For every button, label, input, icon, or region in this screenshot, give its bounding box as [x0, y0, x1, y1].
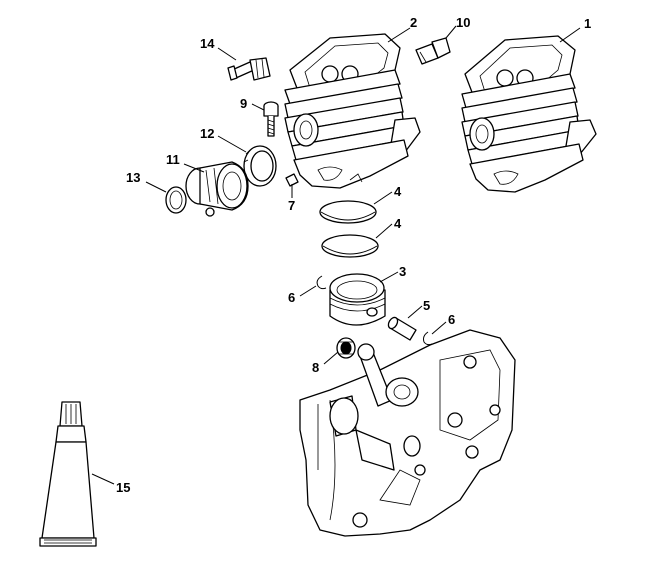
callout-9: 9 — [240, 96, 247, 111]
decompression-valve-icon-part-14 — [227, 57, 271, 81]
callout-6: 6 — [448, 312, 455, 327]
cylinder-icon-part-1 — [461, 35, 597, 193]
piston-pin-icon-part-5 — [387, 316, 417, 341]
grease-tube-icon-part-15 — [39, 401, 97, 547]
callout-5: 5 — [423, 298, 430, 313]
callout-11: 11 — [166, 152, 180, 167]
callout-4: 4 — [394, 216, 402, 231]
clamp-icon-part-13 — [165, 186, 187, 214]
clamp-ring-icon-part-12 — [243, 145, 277, 187]
callout-2: 2 — [410, 15, 417, 30]
callout-1: 1 — [584, 16, 591, 31]
callout-10: 10 — [456, 15, 470, 30]
callout-15: 15 — [116, 480, 130, 495]
callout-13: 13 — [126, 170, 140, 185]
screw-icon-part-7 — [285, 173, 299, 187]
callout-8: 8 — [312, 360, 319, 375]
bolt-icon-part-9 — [263, 101, 279, 137]
piston-icon-part-3 — [329, 273, 386, 326]
crankcase-icon — [299, 329, 516, 537]
callout-14: 14 — [200, 36, 215, 51]
cylinder-icon-part-2 — [284, 33, 421, 189]
piston-ring-icon-part-4-upper — [319, 200, 377, 224]
intake-manifold-icon-part-11 — [185, 161, 249, 217]
snap-ring-icon-part-6-left — [316, 275, 327, 290]
callout-3: 3 — [399, 264, 406, 279]
callout-labels: 1 2 3 4 4 5 6 6 7 8 9 10 11 12 13 14 15 — [116, 15, 591, 495]
decompression-valve-icon-part-10 — [415, 37, 451, 65]
callout-12: 12 — [200, 126, 214, 141]
callout-7: 7 — [288, 198, 295, 213]
piston-ring-icon-part-4-lower — [321, 234, 379, 258]
needle-cage-icon-part-8 — [336, 337, 356, 359]
leader-lines — [91, 25, 581, 485]
snap-ring-icon-part-6-right — [423, 331, 433, 346]
callout-4: 4 — [394, 184, 402, 199]
callout-6: 6 — [288, 290, 295, 305]
